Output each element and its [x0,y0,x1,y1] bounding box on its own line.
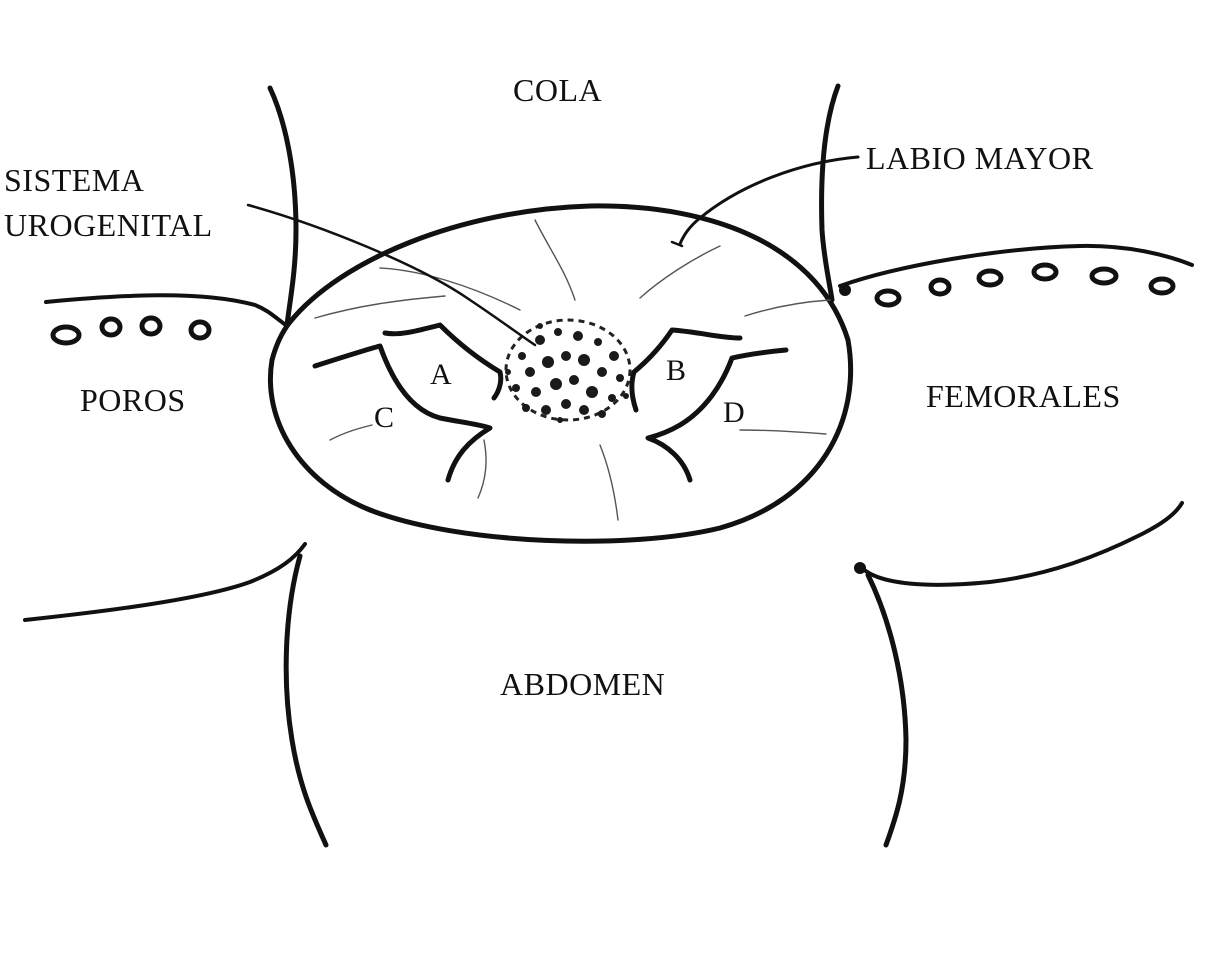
left-leg-outline [44,293,289,328]
fold-c [312,343,493,483]
right-lower-leg-joint [854,562,866,574]
labia-leader-line [678,155,860,246]
right-leg-joint [839,284,851,296]
fold-c-label: C [374,401,395,434]
fold-d-label: D [723,396,746,429]
labia-leader-tip [670,240,684,248]
fold-a-label: A [430,358,453,391]
tail-label: COLA [513,72,603,108]
urogenital-opening [504,318,632,423]
right-leg-outline [838,243,1194,288]
right-lower-leg-outline [860,501,1184,587]
right-upper-body-outline [819,83,841,303]
left-lower-leg-outline [23,542,307,622]
pores-label: POROS [80,382,186,418]
femoral-label: FEMORALES [926,378,1121,414]
urogenital-label-line2: UROGENITAL [4,207,213,243]
cloacal-oval [268,203,854,544]
labia-majora-label: LABIO MAYOR [866,140,1094,176]
fold-a [382,322,504,401]
interior-line-8 [329,424,373,441]
left-abdomen-outline [283,553,329,848]
right-abdomen-outline [865,572,909,848]
interior-line-6 [599,444,619,521]
left-upper-body-outline [267,85,299,328]
right-femoral-pores [874,262,1176,308]
interior-line-7 [739,429,827,435]
abdomen-label: ABDOMEN [500,666,666,702]
interior-line-5 [744,299,831,317]
interior-line-4 [639,245,721,299]
fold-d [645,347,789,483]
urogenital-leader-line [246,203,537,347]
fold-b [629,327,743,413]
fold-b-label: B [666,354,687,387]
interior-line-3 [379,267,521,311]
interior-line-1 [534,219,576,301]
left-femoral-pores [50,315,212,346]
interior-line-9 [477,439,487,499]
interior-line-2 [314,295,446,319]
urogenital-label-line1: SISTEMA [4,162,145,198]
